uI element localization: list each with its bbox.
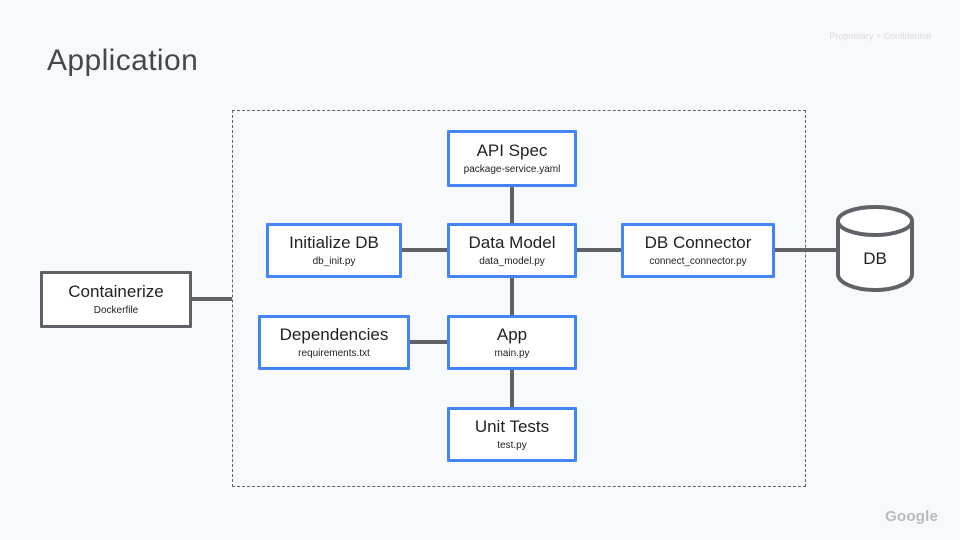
node-filename: data_model.py — [479, 256, 545, 267]
node-title: Containerize — [68, 282, 164, 301]
database-cylinder-icon — [836, 205, 914, 292]
google-logo: Google — [885, 508, 938, 525]
node-filename: main.py — [494, 348, 530, 359]
node-title: Data Model — [468, 233, 556, 252]
node-filename: test.py — [497, 440, 527, 451]
node-filename: connect_connector.py — [649, 256, 747, 267]
node-app: App main.py — [447, 315, 577, 370]
node-title: Dependencies — [279, 325, 389, 344]
connector-datamodel-app — [510, 278, 514, 315]
node-filename: package-service.yaml — [463, 164, 561, 175]
application-boundary — [232, 110, 806, 487]
node-filename: db_init.py — [312, 256, 356, 267]
classification-label: Proprietary + Confidential — [829, 31, 931, 41]
node-db-connector: DB Connector connect_connector.py — [621, 223, 775, 278]
connector-apispec-datamodel — [510, 187, 514, 223]
node-db-cylinder: DB — [834, 203, 916, 295]
connector-app-unittests — [510, 370, 514, 407]
connector-containerize-boundary — [192, 297, 232, 301]
page-title: Application — [47, 44, 199, 77]
node-title: App — [496, 325, 528, 344]
node-api-spec: API Spec package-service.yaml — [447, 130, 577, 187]
connector-dependencies-app — [410, 340, 447, 344]
node-filename: requirements.txt — [298, 348, 370, 359]
node-title: API Spec — [476, 141, 548, 160]
node-filename: Dockerfile — [93, 305, 139, 316]
node-title: DB Connector — [644, 233, 752, 252]
node-initialize-db: Initialize DB db_init.py — [266, 223, 402, 278]
connector-datamodel-dbconnector — [577, 248, 621, 252]
node-dependencies: Dependencies requirements.txt — [258, 315, 410, 370]
connector-dbconnector-db — [775, 248, 838, 252]
node-title: Unit Tests — [474, 417, 550, 436]
connector-initializedb-datamodel — [402, 248, 447, 252]
node-containerize: Containerize Dockerfile — [40, 271, 192, 328]
node-title: DB — [863, 249, 887, 268]
node-data-model: Data Model data_model.py — [447, 223, 577, 278]
node-unit-tests: Unit Tests test.py — [447, 407, 577, 462]
node-title: Initialize DB — [289, 233, 379, 252]
